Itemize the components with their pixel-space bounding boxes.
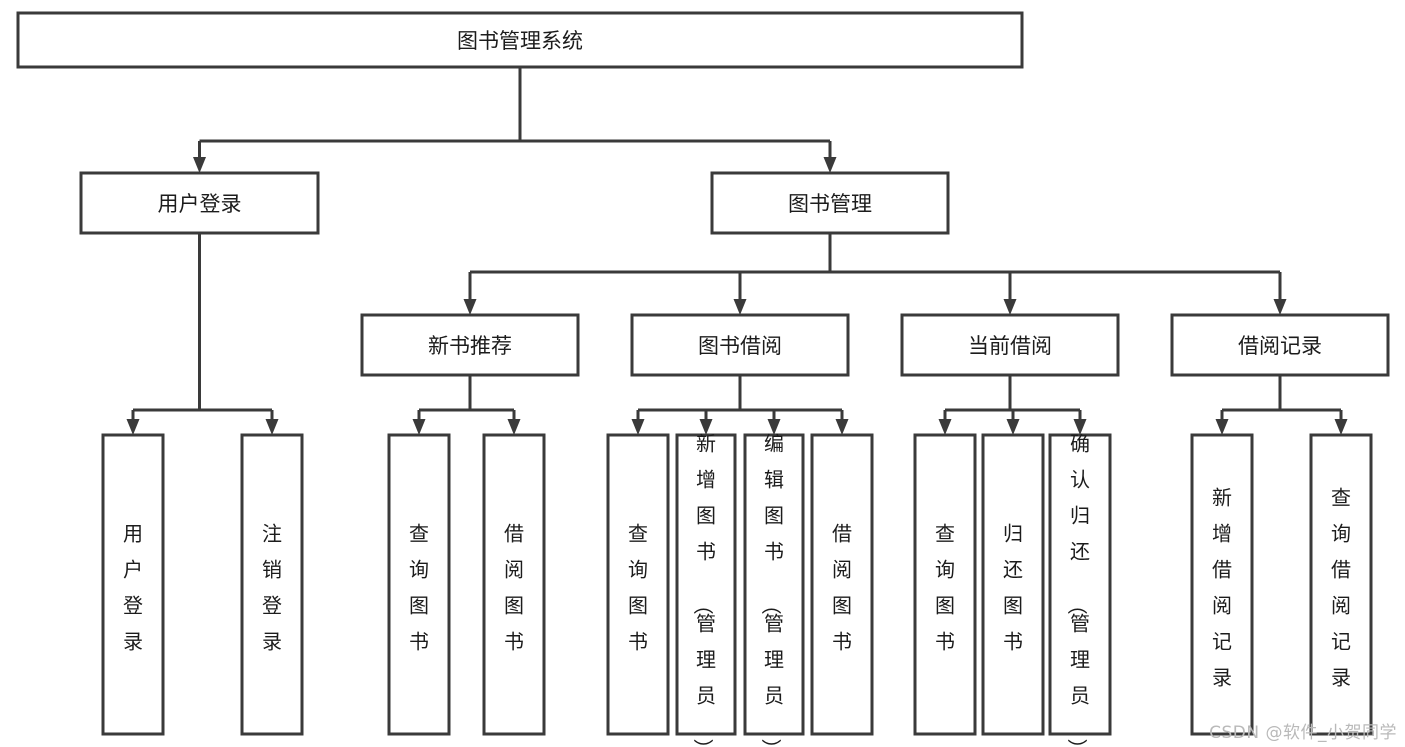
node-leaf-add-record[interactable]: 新增借阅记录 [1190, 433, 1254, 736]
node-label: 查询借阅记录 [1331, 486, 1351, 690]
arrow-head-icon [1273, 299, 1287, 315]
node-leaf-query-book-new[interactable]: 查询图书 [387, 433, 451, 736]
node-box [675, 433, 737, 736]
node-label: 编辑图书（管理员） [759, 432, 784, 747]
node-leaf-borrow-book[interactable]: 借阅图书 [810, 433, 874, 736]
arrow-head-icon [1215, 419, 1229, 435]
node-label: 图书管理系统 [457, 29, 583, 53]
node-newbook[interactable]: 新书推荐 [360, 313, 580, 377]
node-box [981, 433, 1045, 736]
node-box [482, 433, 546, 736]
arrow-head-icon [1003, 299, 1017, 315]
node-box [1048, 433, 1112, 736]
node-leaf-edit-book[interactable]: 编辑图书（管理员） [743, 432, 805, 747]
node-leaf-user-logout[interactable]: 注销登录 [240, 433, 304, 736]
node-box [810, 433, 874, 736]
node-label: 借阅记录 [1238, 334, 1322, 358]
node-box [360, 313, 580, 377]
arrow-head-icon [699, 419, 713, 435]
node-leaf-return-book[interactable]: 归还图书 [981, 433, 1045, 736]
node-label: 新增借阅记录 [1212, 486, 1232, 690]
node-box [606, 433, 670, 736]
node-leaf-query-record[interactable]: 查询借阅记录 [1309, 433, 1373, 736]
node-box [913, 433, 977, 736]
node-label: 查询图书 [628, 522, 648, 654]
node-label: 借阅图书 [832, 522, 852, 654]
node-label: 新增图书（管理员） [691, 432, 716, 747]
node-box [1170, 313, 1390, 377]
arrow-head-icon [1073, 419, 1087, 435]
node-current[interactable]: 当前借阅 [900, 313, 1120, 377]
node-leaf-user-login[interactable]: 用户登录 [101, 433, 165, 736]
arrow-head-icon [631, 419, 645, 435]
node-label: 查询图书 [935, 522, 955, 654]
node-borrow[interactable]: 图书借阅 [630, 313, 850, 377]
arrow-head-icon [823, 157, 837, 173]
node-box [16, 11, 1024, 69]
node-bookmgmt[interactable]: 图书管理 [710, 171, 950, 235]
node-leaf-add-book[interactable]: 新增图书（管理员） [675, 432, 737, 747]
node-root[interactable]: 图书管理系统 [16, 11, 1024, 69]
node-records[interactable]: 借阅记录 [1170, 313, 1390, 377]
node-leaf-borrow-book-new[interactable]: 借阅图书 [482, 433, 546, 736]
node-label: 用户登录 [158, 192, 242, 216]
node-box [1309, 433, 1373, 736]
arrow-head-icon [1006, 419, 1020, 435]
node-label: 图书借阅 [698, 334, 782, 358]
edges-layer [126, 67, 1348, 435]
node-box [900, 313, 1120, 377]
node-box [710, 171, 950, 235]
node-label: 当前借阅 [968, 334, 1052, 358]
node-box [630, 313, 850, 377]
arrow-head-icon [265, 419, 279, 435]
node-label: 查询图书 [409, 522, 429, 654]
arrow-head-icon [507, 419, 521, 435]
node-login[interactable]: 用户登录 [79, 171, 320, 235]
arrow-head-icon [126, 419, 140, 435]
node-label: 注销登录 [262, 522, 282, 654]
arrow-head-icon [412, 419, 426, 435]
node-leaf-query-book[interactable]: 查询图书 [606, 433, 670, 736]
node-box [1190, 433, 1254, 736]
node-box [101, 433, 165, 736]
node-label: 归还图书 [1003, 522, 1023, 654]
node-box [387, 433, 451, 736]
node-leaf-query-book-cur[interactable]: 查询图书 [913, 433, 977, 736]
node-label: 用户登录 [123, 522, 143, 654]
arrow-head-icon [733, 299, 747, 315]
node-box [240, 433, 304, 736]
node-label: 借阅图书 [504, 522, 524, 654]
csdn-watermark: CSDN @软件_小贺同学 [1209, 723, 1397, 743]
arrow-head-icon [1334, 419, 1348, 435]
node-box [743, 433, 805, 736]
arrow-head-icon [463, 299, 477, 315]
node-label: 新书推荐 [428, 334, 512, 358]
node-leaf-confirm-return[interactable]: 确认归还（管理员） [1048, 432, 1112, 747]
nodes-layer: 图书管理系统用户登录图书管理新书推荐图书借阅当前借阅借阅记录用户登录注销登录查询… [16, 11, 1390, 747]
arrow-head-icon [193, 157, 206, 173]
node-label: 图书管理 [788, 192, 872, 216]
arrow-head-icon [835, 419, 849, 435]
node-box [79, 171, 320, 235]
arrow-head-icon [938, 419, 952, 435]
arrow-head-icon [767, 419, 781, 435]
node-label: 确认归还（管理员） [1065, 432, 1090, 747]
